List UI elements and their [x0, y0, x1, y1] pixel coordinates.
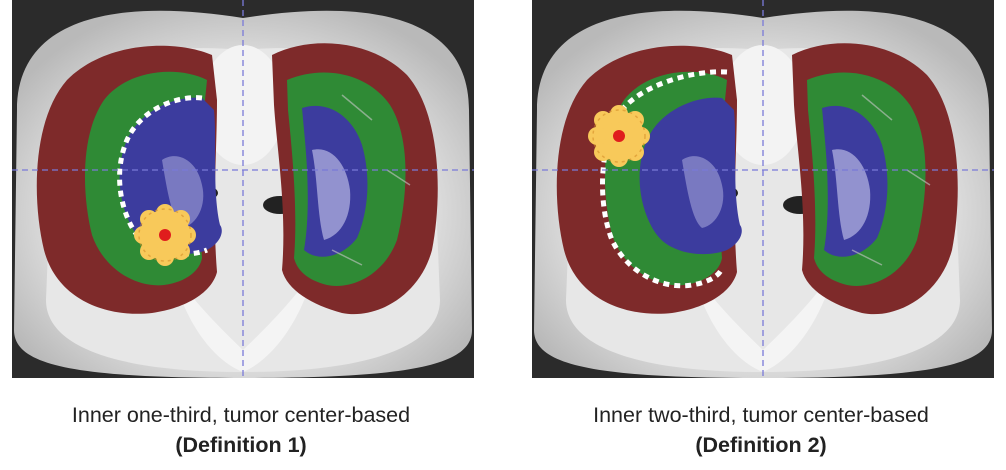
caption-description: Inner two-third, tumor center-based: [593, 403, 929, 427]
caption-definition-label: (Definition 2): [695, 433, 827, 457]
tumor-marker: [133, 203, 197, 267]
right-lung-zones: [271, 42, 439, 315]
caption-definition-label: (Definition 1): [175, 433, 307, 457]
caption-definition-1: Inner one-third, tumor center-based (Def…: [6, 400, 476, 460]
right-lung-zones: [791, 42, 959, 315]
ct-panel-definition-1: [12, 0, 474, 378]
caption-definition-2: Inner two-third, tumor center-based (Def…: [526, 400, 996, 460]
ct-scan-image: [12, 0, 474, 378]
ct-panel-definition-2: [532, 0, 994, 378]
inner-third-boundary: [117, 95, 208, 257]
inner-two-third-boundary: [600, 69, 728, 289]
caption-description: Inner one-third, tumor center-based: [71, 403, 411, 427]
ct-scan-image: [532, 0, 994, 378]
tumor-marker: [587, 104, 651, 168]
